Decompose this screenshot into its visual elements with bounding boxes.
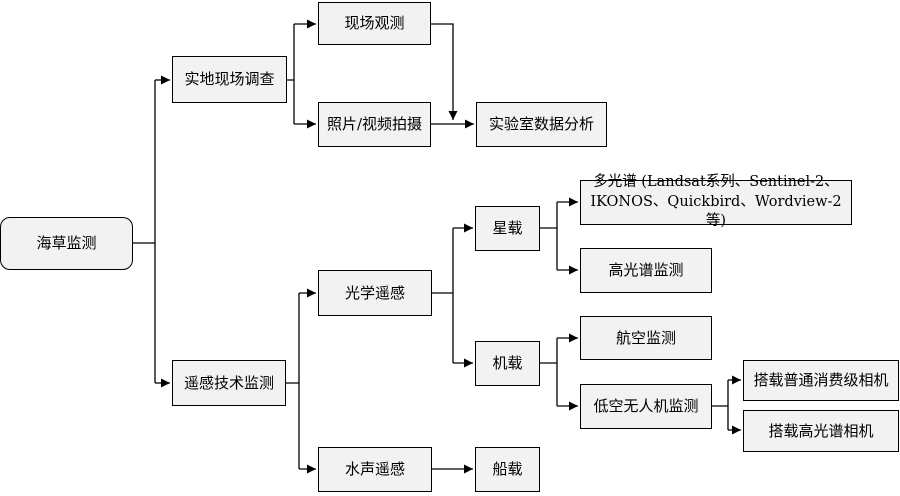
node-shipborne: 船载: [475, 447, 540, 492]
node-label: 现场观测: [344, 14, 405, 33]
node-airborne: 机载: [475, 341, 540, 386]
link-root-bus: [133, 80, 156, 383]
node-field-survey: 实地现场调查: [172, 56, 287, 103]
node-satellite: 星载: [475, 206, 540, 251]
node-label: 实地现场调查: [184, 70, 275, 89]
node-lab-analysis: 实验室数据分析: [476, 102, 607, 147]
node-hyperspectral-camera: 搭载高光谱相机: [743, 410, 899, 452]
node-label: 航空监测: [615, 328, 676, 347]
node-label: 搭载高光谱相机: [768, 421, 874, 440]
link-remote-bus: [286, 293, 300, 469]
node-photo-video: 照片/视频拍摄: [318, 102, 431, 147]
node-acoustic-remote-sensing: 水声遥感: [318, 447, 432, 492]
link-satellite-bus: [540, 202, 558, 270]
node-seagrass-monitoring: 海草监测: [0, 217, 133, 270]
node-label: 照片/视频拍摄: [326, 115, 423, 134]
node-label: 机载: [492, 354, 523, 373]
node-label: 光学遥感: [344, 283, 405, 302]
node-label: 遥感技术监测: [183, 373, 274, 392]
node-label: 搭载普通消费级相机: [753, 371, 889, 390]
node-aviation-monitoring: 航空监测: [580, 316, 712, 360]
link-optical-bus: [432, 228, 454, 363]
node-consumer-camera: 搭载普通消费级相机: [743, 360, 899, 401]
node-remote-sensing: 遥感技术监测: [172, 360, 286, 406]
node-hyperspectral: 高光谱监测: [580, 248, 712, 293]
node-label: 实验室数据分析: [488, 115, 594, 134]
node-multispectral: 多光谱 (Landsat系列、Sentinel-2、 IKONOS、Quickb…: [580, 174, 852, 229]
node-label: 船载: [492, 460, 523, 479]
link-field-bus: [287, 24, 295, 124]
link-obs-lab: [431, 23, 458, 120]
node-label-line-2: IKONOS、Quickbird、Wordview-2等): [590, 193, 842, 230]
node-uav-monitoring: 低空无人机监测: [580, 384, 712, 429]
node-label: 海草监测: [36, 234, 97, 253]
node-label: 星载: [492, 219, 523, 238]
node-site-observation: 现场观测: [318, 2, 431, 45]
node-label: 水声遥感: [344, 460, 405, 479]
link-uav-bus: [712, 380, 729, 430]
node-optical-remote-sensing: 光学遥感: [318, 270, 432, 316]
link-airborne-bus: [540, 338, 558, 406]
node-label-line-1: 多光谱 (Landsat系列、Sentinel-2、: [593, 174, 839, 191]
node-label: 低空无人机监测: [593, 397, 699, 416]
node-label: 高光谱监测: [608, 261, 684, 280]
